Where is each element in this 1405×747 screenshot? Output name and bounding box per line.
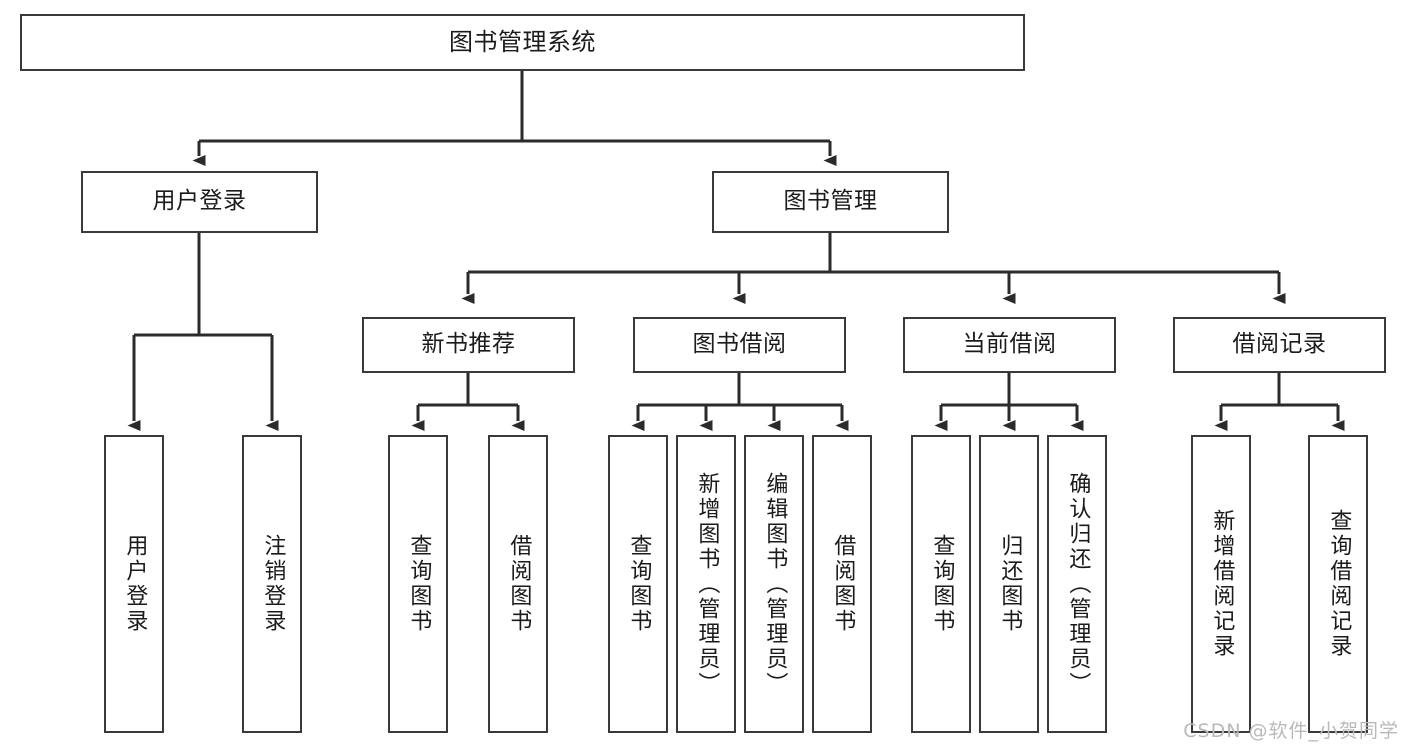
node-leaf-query-book-3-label: 查询图书 [929,534,955,634]
node-leaf-return-book[interactable]: 归还图书 [979,435,1039,733]
node-new-book-rec-label: 新书推荐 [421,331,516,358]
node-book-borrow-label: 图书借阅 [692,331,787,358]
node-book-manage-label: 图书管理 [783,188,878,215]
node-current-borrow[interactable]: 当前借阅 [903,317,1116,373]
node-leaf-add-record[interactable]: 新增借阅记录 [1191,435,1251,733]
node-leaf-query-book-3[interactable]: 查询图书 [911,435,971,733]
node-leaf-logout[interactable]: 注销登录 [242,435,302,733]
node-leaf-logout-label: 注销登录 [260,534,286,634]
node-root-label: 图书管理系统 [449,28,596,57]
node-leaf-borrow-book-2[interactable]: 借阅图书 [812,435,872,733]
node-leaf-edit-book-label: 编辑图书（管理员） [762,471,788,697]
node-leaf-query-book-2-label: 查询图书 [626,534,652,634]
node-leaf-add-book[interactable]: 新增图书（管理员） [676,435,736,733]
node-new-book-rec[interactable]: 新书推荐 [362,317,575,373]
node-leaf-user-login-label: 用户登录 [122,534,148,634]
node-leaf-add-book-label: 新增图书（管理员） [694,471,720,697]
node-leaf-confirm-return-label: 确认归还（管理员） [1065,471,1091,697]
node-leaf-query-record[interactable]: 查询借阅记录 [1308,435,1368,733]
node-leaf-confirm-return[interactable]: 确认归还（管理员） [1047,435,1107,733]
node-book-borrow[interactable]: 图书借阅 [633,317,846,373]
node-root[interactable]: 图书管理系统 [20,14,1025,71]
node-leaf-edit-book[interactable]: 编辑图书（管理员） [744,435,804,733]
node-leaf-user-login[interactable]: 用户登录 [104,435,164,733]
node-leaf-borrow-book-2-label: 借阅图书 [830,534,856,634]
node-current-borrow-label: 当前借阅 [962,331,1057,358]
node-leaf-query-book-1-label: 查询图书 [406,534,432,634]
node-leaf-query-record-label: 查询借阅记录 [1326,509,1352,659]
node-leaf-query-book-1[interactable]: 查询图书 [388,435,448,733]
node-leaf-return-book-label: 归还图书 [997,534,1023,634]
node-user-login-label: 用户登录 [152,188,247,215]
node-leaf-borrow-book-1[interactable]: 借阅图书 [488,435,548,733]
node-book-manage[interactable]: 图书管理 [712,171,949,233]
node-leaf-add-record-label: 新增借阅记录 [1209,509,1235,659]
node-user-login[interactable]: 用户登录 [81,171,318,233]
node-borrow-record-label: 借阅记录 [1232,331,1327,358]
node-borrow-record[interactable]: 借阅记录 [1173,317,1386,373]
node-leaf-borrow-book-1-label: 借阅图书 [506,534,532,634]
node-leaf-query-book-2[interactable]: 查询图书 [608,435,668,733]
